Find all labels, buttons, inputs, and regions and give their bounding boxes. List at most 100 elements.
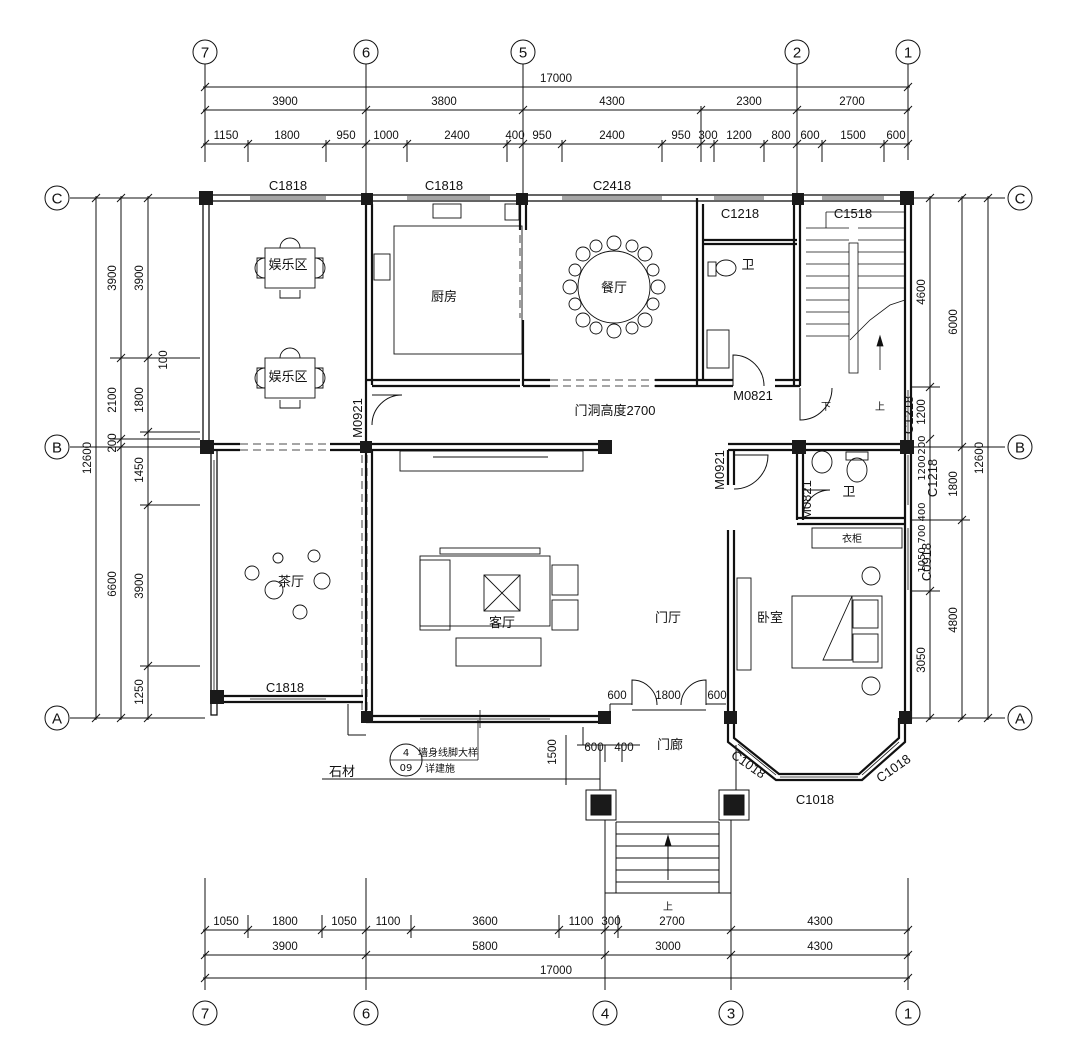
dim-top: 950 [336,130,355,142]
dim-left: 1250 [134,679,146,705]
axis-bubbles [44,39,1033,1026]
window-label: C1818 [425,178,463,193]
dim-right: 4600 [916,279,928,305]
dim-top: 950 [532,130,551,142]
window-label: C1218 [925,459,940,497]
dim-total-left: 12600 [82,442,94,474]
detail-text: 墙身线脚大样 [418,746,478,759]
dim-bottom: 3900 [272,941,298,953]
window-label: C0918 [919,543,934,581]
room-kitchen: 厨房 [431,289,457,305]
room-wc-2: 卫 [842,485,855,500]
dim-left: 1450 [134,457,146,483]
room-wc-1: 卫 [741,258,754,273]
dim-right: 4800 [948,607,960,633]
dim-total-bottom: 17000 [540,965,572,977]
room-porch: 门廊 [657,737,683,753]
furniture [244,203,903,696]
dim-left: 3900 [107,265,119,291]
window-label: C1518 [834,206,872,221]
window-label: C1218 [901,396,916,434]
axis-label-right: B [1015,440,1025,457]
dim-bottom: 1050 [331,916,357,928]
room-closet: 衣柜 [842,532,862,545]
dim-top: 400 [505,130,524,142]
room-tea: 茶厅 [278,574,304,590]
walls [202,194,913,782]
dim-top: 600 [886,130,905,142]
axis-label-right: A [1015,711,1025,728]
axis-label-top: 2 [793,45,801,62]
dim-top: 1000 [373,130,399,142]
dim-right: 1200 [917,455,928,480]
dim-bottom: 4300 [807,916,833,928]
dim-top: 950 [671,130,690,142]
window-label: C1818 [266,680,304,695]
axis-label-bottom: 1 [904,1006,912,1023]
dim-right: 1050 [917,547,928,572]
dim-top: 3900 [272,96,298,108]
stair-down-label: 下 [821,402,831,413]
dim-right: 400 [917,502,928,521]
window-label: C1818 [269,178,307,193]
dim-top: 1800 [274,130,300,142]
axis-label-top: 5 [519,45,527,62]
dim-bottom: 5800 [472,941,498,953]
dim-bottom: 1800 [272,916,298,928]
room-dining: 餐厅 [601,280,627,296]
porch-dim: 600 [584,742,603,754]
dim-top: 600 [800,130,819,142]
detail-sheet: 09 [400,763,413,774]
dim-top: 300 [698,130,717,142]
porch-dim: 1500 [547,739,559,765]
axis-label-left: B [52,440,62,457]
axis-label-top: 7 [201,45,209,62]
dim-total-top: 17000 [540,73,572,85]
axis-label-bottom: 6 [362,1006,370,1023]
stair [806,211,906,374]
dim-right: 700 [917,524,928,543]
dim-bottom: 1050 [213,916,239,928]
windows [213,196,909,778]
stair-up-label: 上 [875,401,885,413]
dim-bottom: 3600 [472,916,498,928]
dim-left: 2100 [107,387,119,413]
dim-bottom: 300 [601,916,620,928]
columns [199,191,914,724]
dim-right: 3050 [916,647,928,673]
door-label: M0921 [712,450,727,490]
dim-right: 1800 [948,471,960,497]
dim-top: 800 [771,130,790,142]
room-bedroom: 卧室 [757,610,783,626]
doors [371,354,833,711]
dim-right: 6000 [948,309,960,335]
detail-number: 4 [403,748,409,759]
dim-left: 6600 [107,571,119,597]
porch-dim: 1800 [655,690,681,702]
dim-left: 3900 [134,265,146,291]
door-label: M0821 [799,480,814,520]
dim-bottom: 1100 [569,916,594,928]
porch-dim: 600 [607,690,626,702]
dim-top: 2400 [444,130,470,142]
dim-bottom: 4300 [807,941,833,953]
axis-label-left: C [52,191,63,208]
window-label: C1018 [796,792,834,807]
dim-top: 2400 [599,130,625,142]
dim-top: 1200 [726,130,752,142]
dim-right: 1200 [916,399,928,425]
dim-bottom: 1100 [376,916,401,928]
window-label: C2418 [593,178,631,193]
porch-dim: 400 [614,742,633,754]
dim-right: 200 [917,435,928,454]
opening-label: 门洞高度2700 [575,403,656,418]
dim-top: 2300 [736,96,762,108]
axis-label-left: A [52,711,62,728]
dim-top: 2700 [839,96,865,108]
material-label: 石材 [329,764,355,779]
dim-top: 4300 [599,96,625,108]
dim-left: 100 [158,350,170,369]
dim-left: 200 [107,433,119,452]
axis-label-bottom: 4 [601,1006,609,1023]
